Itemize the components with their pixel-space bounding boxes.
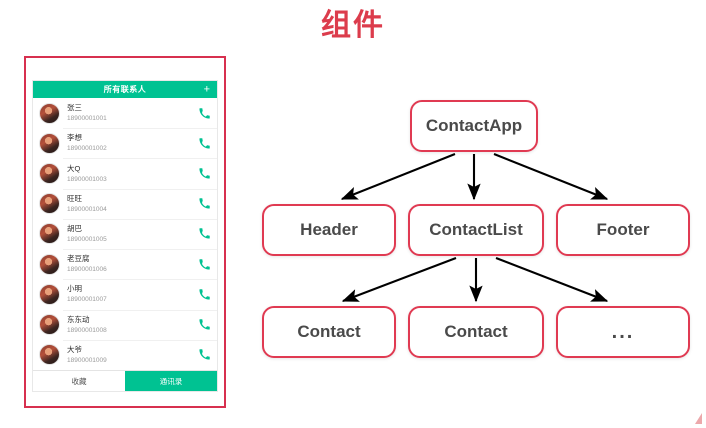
contact-name: 小明	[67, 284, 82, 294]
contact-phone: 18900001005	[67, 235, 107, 243]
node-contact-1[interactable]: Contact	[262, 306, 396, 358]
contact-phone: 18900001001	[67, 115, 107, 123]
contact-phone: 18900001009	[67, 356, 107, 364]
avatar	[39, 314, 60, 336]
contact-phone: 18900001002	[67, 145, 107, 153]
contact-phone: 18900001006	[67, 266, 107, 274]
list-item[interactable]: 小明 18900001007	[33, 279, 217, 309]
node-footer[interactable]: Footer	[556, 204, 690, 256]
phone-mockup: 所有联系人 + 张三 18900001001 李想 18900001002	[24, 56, 226, 408]
contact-phone: 18900001004	[67, 205, 107, 213]
app-header-bar: 所有联系人 +	[33, 81, 217, 98]
phone-icon[interactable]	[198, 288, 210, 300]
contact-name: 老豆腐	[67, 254, 90, 264]
contact-list[interactable]: 张三 18900001001 李想 18900001002	[33, 98, 217, 370]
list-item[interactable]: 大Q 18900001003	[33, 158, 217, 188]
avatar	[39, 283, 60, 305]
phone-icon[interactable]	[198, 107, 210, 119]
avatar	[39, 193, 60, 215]
phone-icon[interactable]	[198, 319, 210, 331]
tab-contacts[interactable]: 通讯录	[125, 371, 217, 391]
contact-name: 李想	[67, 133, 82, 143]
contact-text: 张三 18900001001	[67, 103, 198, 123]
node-contact-2[interactable]: Contact	[408, 306, 544, 358]
avatar	[39, 102, 60, 124]
list-item[interactable]: 东东动 18900001008	[33, 309, 217, 340]
page-title: 组件	[321, 9, 385, 42]
phone-icon[interactable]	[198, 258, 210, 270]
avatar	[39, 223, 60, 245]
avatar	[39, 344, 60, 366]
contact-phone: 18900001003	[67, 175, 107, 183]
contact-name: 旺旺	[67, 193, 82, 203]
phone-icon[interactable]	[198, 198, 210, 210]
contact-text: 东东动 18900001008	[67, 315, 198, 335]
tab-favorites[interactable]: 收藏	[33, 371, 125, 391]
node-ellipsis[interactable]: ...	[556, 306, 690, 358]
list-item[interactable]: 老豆腐 18900001006	[33, 249, 217, 279]
phone-icon[interactable]	[198, 168, 210, 180]
phone-icon[interactable]	[198, 137, 210, 149]
contact-phone: 18900001007	[67, 296, 107, 304]
list-item[interactable]: 胡巴 18900001005	[33, 218, 217, 249]
contact-name: 大Q	[67, 163, 81, 173]
list-item[interactable]: 旺旺 18900001004	[33, 188, 217, 219]
add-contact-icon[interactable]: +	[203, 83, 210, 95]
contact-text: 老豆腐 18900001006	[67, 254, 198, 274]
contact-text: 大Q 18900001003	[67, 164, 198, 184]
list-item[interactable]: 张三 18900001001	[33, 98, 217, 128]
avatar	[39, 253, 60, 275]
component-tree-diagram: ContactApp Header ContactList Footer Con…	[250, 56, 702, 408]
contact-name: 大爷	[67, 344, 82, 354]
contact-text: 胡巴 18900001005	[67, 224, 198, 244]
list-item[interactable]: 大爷 18900001009	[33, 339, 217, 370]
tab-bar: 收藏 通讯录	[33, 370, 217, 391]
node-header[interactable]: Header	[262, 204, 396, 256]
contact-text: 大爷 18900001009	[67, 345, 198, 365]
contact-name: 胡巴	[67, 223, 82, 233]
phone-icon[interactable]	[198, 228, 210, 240]
avatar	[39, 132, 60, 154]
contact-name: 张三	[67, 103, 82, 113]
contact-phone: 18900001008	[67, 326, 107, 334]
avatar	[39, 163, 60, 185]
phone-icon[interactable]	[198, 349, 210, 361]
contact-text: 小明 18900001007	[67, 284, 198, 304]
corner-triangle-icon	[695, 413, 702, 424]
node-contactapp[interactable]: ContactApp	[410, 100, 538, 152]
app-header-title: 所有联系人	[103, 85, 147, 94]
contact-text: 旺旺 18900001004	[67, 194, 198, 214]
list-item[interactable]: 李想 18900001002	[33, 128, 217, 158]
contact-name: 东东动	[67, 314, 90, 324]
node-contactlist[interactable]: ContactList	[408, 204, 544, 256]
phone-screen: 所有联系人 + 张三 18900001001 李想 18900001002	[32, 80, 218, 392]
contact-text: 李想 18900001002	[67, 133, 198, 153]
